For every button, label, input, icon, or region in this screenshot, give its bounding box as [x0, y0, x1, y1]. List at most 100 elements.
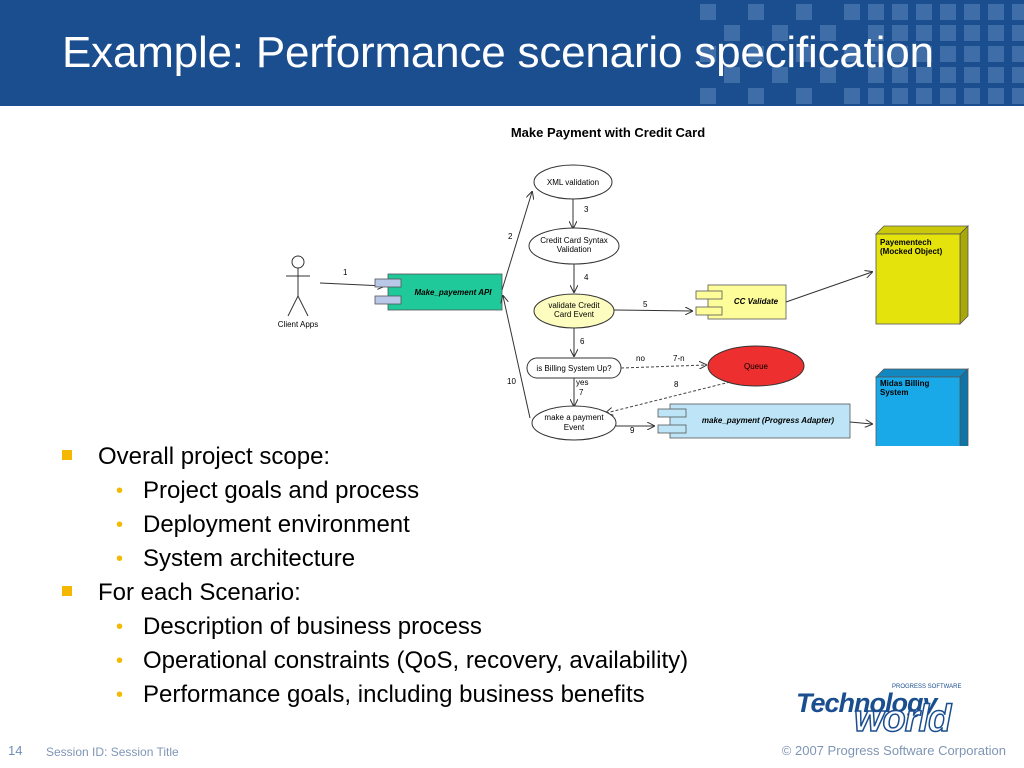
sub-bullet-item: • Project goals and process: [62, 474, 822, 508]
edge-5: [613, 310, 692, 311]
node-label: Payementech: [880, 238, 932, 247]
edge-label-8: 8: [674, 380, 679, 389]
state-label: XML validation: [547, 178, 599, 187]
edge-cc-to-paymentech: [785, 272, 872, 303]
header-tile: [940, 25, 956, 41]
header-tile: [844, 88, 860, 104]
node-label: (Mocked Object): [880, 247, 943, 256]
header-tile: [892, 88, 908, 104]
sub-bullet-item: • Operational constraints (QoS, recovery…: [62, 644, 822, 678]
sub-bullet-text: Description of business process: [143, 613, 482, 640]
node-label: Midas Billing: [880, 379, 929, 388]
header-tile: [892, 46, 908, 62]
header-tile: [820, 67, 836, 83]
header-tile: [1012, 88, 1024, 104]
dot-bullet-icon: •: [116, 684, 124, 706]
state-label: Event: [564, 423, 585, 432]
technology-world-logo: PROGRESS SOFTWARE Technology world: [796, 684, 986, 741]
sub-bullet-text: Performance goals, including business be…: [143, 681, 645, 708]
node-midas-billing: Midas Billing System: [875, 368, 969, 467]
edge-label-10: 10: [507, 377, 516, 386]
header-tile: [892, 25, 908, 41]
sub-bullet-text: Deployment environment: [143, 511, 410, 538]
component-make-payment-api: Make_payement API: [374, 273, 503, 311]
component-cc-validate: CC Validate: [695, 284, 787, 320]
header-tile: [964, 88, 980, 104]
session-info: Session ID: Session Title: [46, 745, 179, 759]
edge-label-7n: 7-n: [673, 354, 685, 363]
header-tile: [940, 4, 956, 20]
logo-word-technology: Technology: [796, 688, 938, 718]
slide-number: 14: [8, 743, 23, 758]
header-tile: [916, 67, 932, 83]
edge-label-yes: yes: [576, 378, 588, 387]
header-tile: [940, 67, 956, 83]
edge-label-9: 9: [630, 426, 635, 435]
edge-label-4: 4: [584, 273, 589, 282]
header-tile: [964, 4, 980, 20]
edge-label-7: 7: [579, 388, 584, 397]
header-tile: [700, 88, 716, 104]
edge-8: [606, 381, 731, 413]
component-progress-adapter: make_payment (Progress Adapter): [657, 403, 851, 439]
sub-bullet-item: • Description of business process: [62, 610, 822, 644]
header-tile: [940, 88, 956, 104]
state-make-payment-event: [531, 405, 617, 441]
square-bullet-icon: [62, 450, 72, 460]
header-tile: [1012, 25, 1024, 41]
slide-header: Example: Performance scenario specificat…: [0, 0, 1024, 106]
component-label: Make_payement API: [414, 288, 492, 297]
header-tile: [820, 25, 836, 41]
header-tile: [724, 67, 740, 83]
state-label: validate Credit: [548, 301, 600, 310]
component-label: make_payment (Progress Adapter): [702, 416, 835, 425]
sub-bullet-text: Operational constraints (QoS, recovery, …: [143, 647, 689, 674]
edge-2: [501, 192, 532, 291]
header-tile: [940, 46, 956, 62]
dot-bullet-icon: •: [116, 514, 124, 536]
actor-label: Client Apps: [278, 320, 318, 329]
header-tile: [796, 46, 812, 62]
edge-label-5: 5: [643, 300, 648, 309]
header-tile: [772, 67, 788, 83]
actor-icon: [286, 255, 310, 317]
edge-no: [620, 365, 706, 368]
slide-title: Example: Performance scenario specificat…: [62, 28, 934, 77]
header-tile: [964, 25, 980, 41]
header-tile: [844, 46, 860, 62]
edge-10: [503, 296, 531, 419]
header-tile: [916, 88, 932, 104]
header-tile: [916, 46, 932, 62]
edge-label-3: 3: [584, 205, 589, 214]
edge-label-2: 2: [508, 232, 513, 241]
header-tile: [700, 46, 716, 62]
dot-bullet-icon: •: [116, 548, 124, 570]
header-tile: [748, 46, 764, 62]
sub-bullet-item: • Performance goals, including business …: [62, 678, 822, 712]
header-tile: [844, 4, 860, 20]
state-label: Card Event: [554, 310, 595, 319]
copyright: © 2007 Progress Software Corporation: [781, 743, 1006, 758]
sub-bullet-text: System architecture: [143, 545, 356, 572]
sub-bullet-text: Project goals and process: [143, 477, 420, 504]
dot-bullet-icon: •: [116, 616, 124, 638]
bullet-list: Overall project scope: • Project goals a…: [62, 440, 822, 712]
state-queue: [707, 345, 805, 387]
header-tile: [796, 88, 812, 104]
header-tile: [748, 4, 764, 20]
header-tile: [868, 4, 884, 20]
header-tile: [988, 4, 1004, 20]
header-tile: [1012, 4, 1024, 20]
state-label: Validation: [557, 245, 592, 254]
header-tile-pattern: [694, 0, 1024, 106]
edge-label-1: 1: [343, 268, 348, 277]
edge-1: [319, 283, 384, 286]
header-tile: [772, 25, 788, 41]
edge-adapter-to-midas: [849, 422, 872, 424]
header-tile: [988, 67, 1004, 83]
header-tile: [964, 46, 980, 62]
edge-label-no: no: [636, 354, 645, 363]
logo-tagline: PROGRESS SOFTWARE: [892, 684, 962, 690]
node-paymentech: Payementech (Mocked Object): [875, 225, 969, 325]
header-tile: [796, 4, 812, 20]
